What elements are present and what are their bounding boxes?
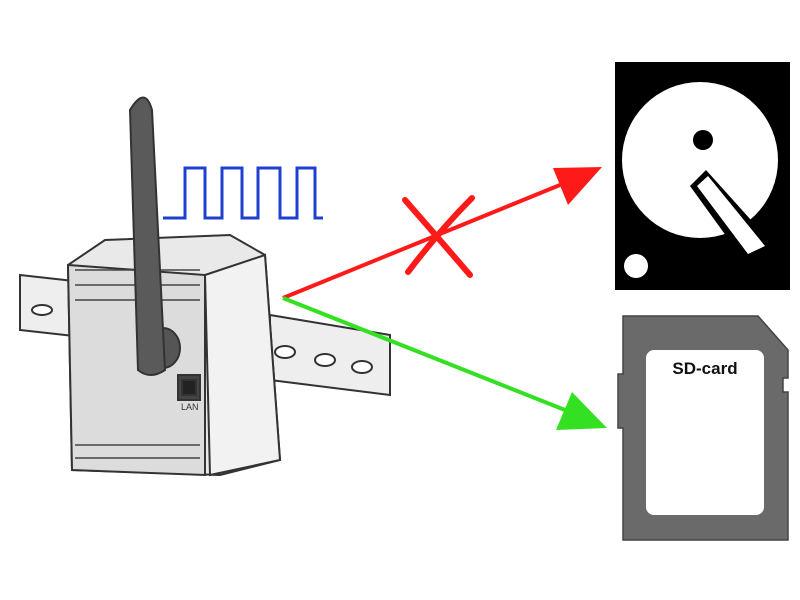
hard-disk-icon <box>615 62 790 290</box>
sd-card-label: SD-card <box>672 359 737 378</box>
active-path-arrow <box>282 296 607 430</box>
sd-card-icon <box>617 315 789 541</box>
lan-port-label: LAN <box>181 402 199 412</box>
pulse-signal-icon <box>163 166 323 220</box>
energy-meter-device <box>66 96 282 477</box>
blocked-path-arrow <box>282 167 602 300</box>
blocked-x-icon <box>402 195 475 278</box>
